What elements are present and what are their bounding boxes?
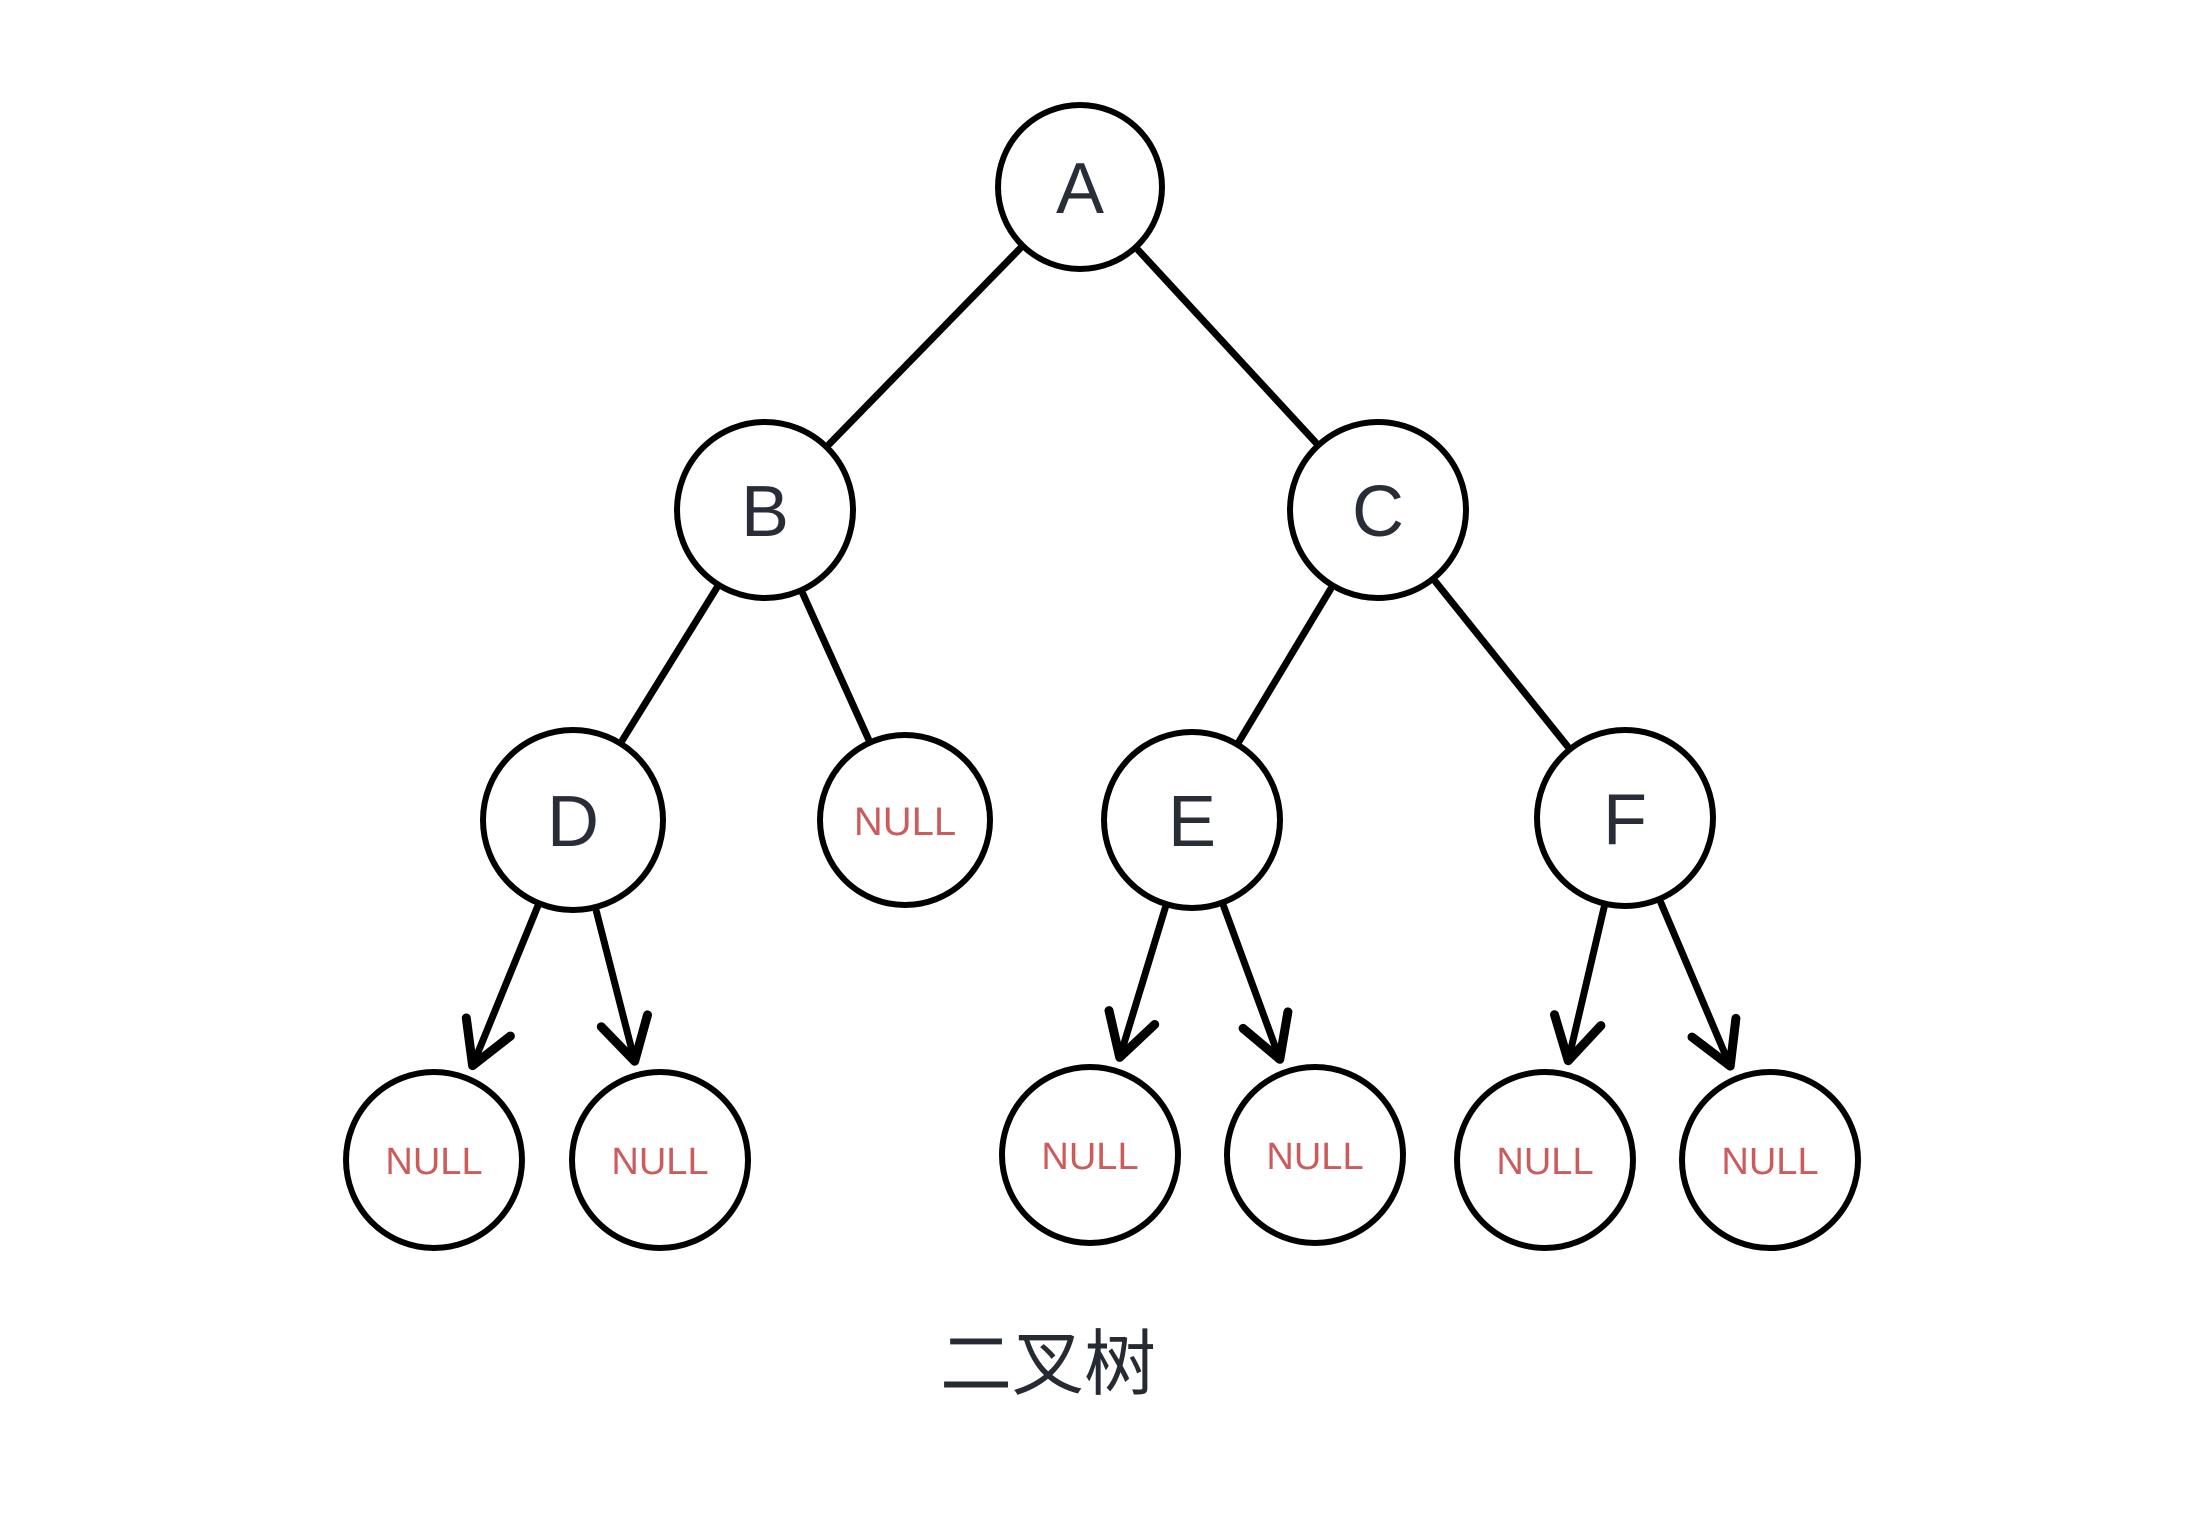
arrow-head-icon xyxy=(596,1010,652,1066)
node-circle-n3[interactable] xyxy=(569,1069,751,1251)
tree-edge-e-to-n5 xyxy=(1220,902,1293,1064)
node-label-c: C xyxy=(1352,472,1404,552)
node-label-e: E xyxy=(1168,782,1216,862)
node-circle-n1[interactable] xyxy=(817,732,993,908)
node-circle-n5[interactable] xyxy=(1224,1064,1406,1246)
tree-node-n7[interactable]: NULL xyxy=(1679,1069,1861,1251)
node-label-n5: NULL xyxy=(1266,1136,1363,1178)
tree-node-n2[interactable]: NULL xyxy=(343,1069,525,1251)
node-circle-n4[interactable] xyxy=(999,1064,1181,1246)
tree-edge-f-to-n7 xyxy=(1657,899,1741,1071)
diagram-caption: 二叉树 xyxy=(940,1325,1156,1405)
tree-edge-d-to-n3 xyxy=(592,907,652,1066)
node-circle-n6[interactable] xyxy=(1454,1069,1636,1251)
tree-edge-c-to-e xyxy=(1235,585,1335,745)
node-circle-f[interactable] xyxy=(1534,727,1716,909)
tree-node-n6[interactable]: NULL xyxy=(1454,1069,1636,1251)
tree-node-e[interactable]: E xyxy=(1101,729,1283,911)
tree-node-f[interactable]: F xyxy=(1534,727,1716,909)
node-circle-b[interactable] xyxy=(674,419,856,601)
tree-edge-e-to-n4 xyxy=(1104,904,1169,1062)
tree-node-c[interactable]: C xyxy=(1287,419,1469,601)
tree-edge-f-to-n6 xyxy=(1550,904,1608,1066)
tree-edge-b-to-n1 xyxy=(799,590,872,743)
nodes-layer: A B C D NULL E F NULL NULL NULL NULL NULL NULL xyxy=(343,102,1861,1251)
arrow-head-icon xyxy=(461,1013,515,1071)
tree-node-b[interactable]: B xyxy=(674,419,856,601)
arrow-head-icon xyxy=(1104,1006,1160,1062)
tree-node-d[interactable]: D xyxy=(480,727,666,913)
node-label-n3: NULL xyxy=(611,1141,708,1183)
node-circle-e[interactable] xyxy=(1101,729,1283,911)
node-circle-d[interactable] xyxy=(480,727,666,913)
node-label-n7: NULL xyxy=(1721,1141,1818,1183)
node-label-b: B xyxy=(741,472,789,552)
node-circle-c[interactable] xyxy=(1287,419,1469,601)
node-circle-a[interactable] xyxy=(995,102,1165,272)
tree-edge-a-to-c xyxy=(1134,246,1320,446)
tree-edge-b-to-d xyxy=(618,584,721,744)
node-label-n6: NULL xyxy=(1496,1141,1593,1183)
edges-layer xyxy=(461,245,1741,1071)
node-label-d: D xyxy=(547,782,599,862)
tree-node-n3[interactable]: NULL xyxy=(569,1069,751,1251)
node-label-n4: NULL xyxy=(1041,1136,1138,1178)
tree-node-n5[interactable]: NULL xyxy=(1224,1064,1406,1246)
node-label-n1: NULL xyxy=(854,800,956,844)
tree-node-a[interactable]: A xyxy=(995,102,1165,272)
tree-node-n1[interactable]: NULL xyxy=(817,732,993,908)
node-label-f: F xyxy=(1603,780,1647,860)
node-circle-n7[interactable] xyxy=(1679,1069,1861,1251)
tree-edge-c-to-f xyxy=(1432,578,1571,750)
tree-node-n4[interactable]: NULL xyxy=(999,1064,1181,1246)
tree-edge-a-to-b xyxy=(825,245,1024,448)
node-label-n2: NULL xyxy=(385,1141,482,1183)
tree-edge-d-to-n2 xyxy=(461,903,541,1071)
arrow-head-icon xyxy=(1238,1007,1293,1064)
node-label-a: A xyxy=(1056,149,1104,229)
node-circle-n2[interactable] xyxy=(343,1069,525,1251)
arrow-head-icon xyxy=(1687,1013,1741,1071)
arrow-head-icon xyxy=(1550,1010,1606,1066)
